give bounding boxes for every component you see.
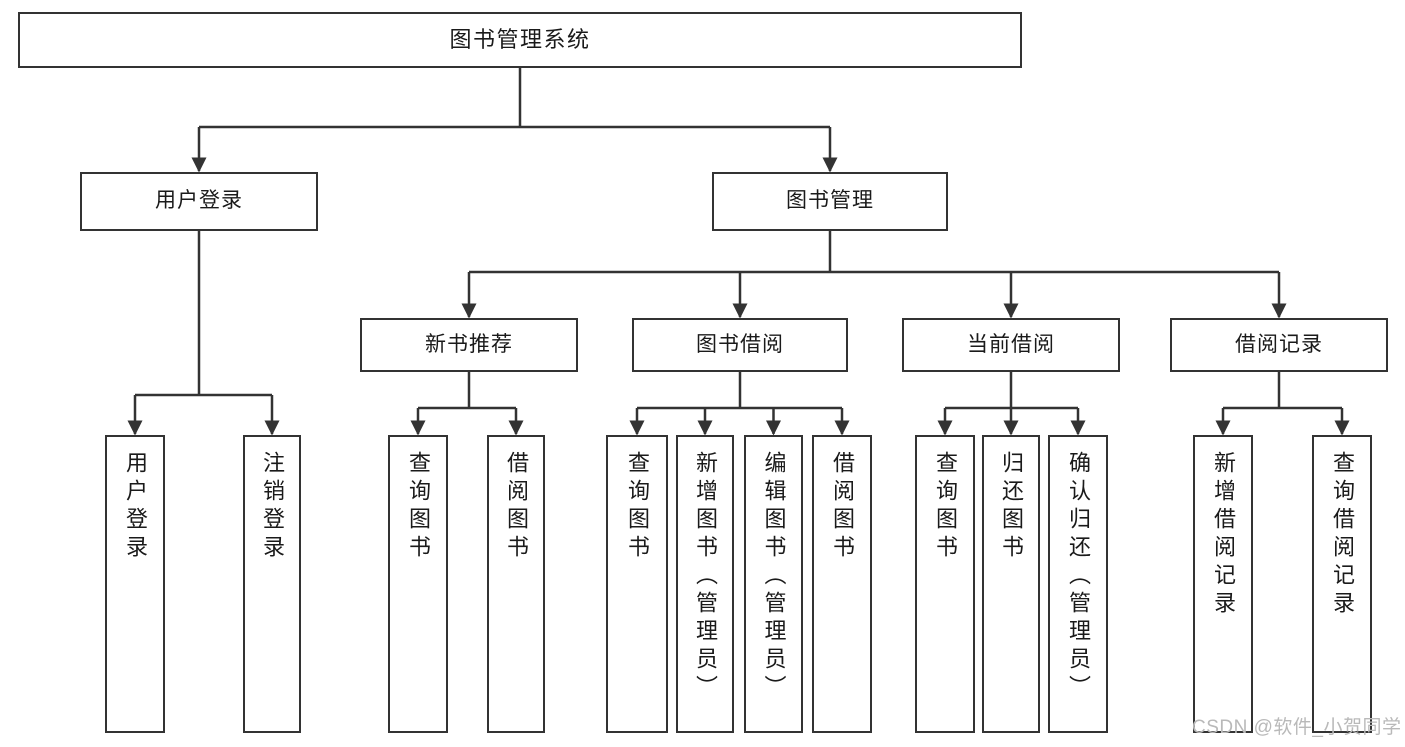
node-leaf-edit-book[interactable]: 编辑图书（管理员） [744,435,803,733]
node-borrow-record-label: 借阅记录 [1235,332,1323,356]
node-root-label: 图书管理系统 [449,27,591,53]
node-leaf-logout[interactable]: 注销登录 [243,435,301,733]
node-leaf-logout-label: 注销登录 [260,451,285,563]
node-leaf-add-book[interactable]: 新增图书（管理员） [676,435,734,733]
node-root[interactable]: 图书管理系统 [18,12,1022,68]
node-leaf-user-login[interactable]: 用户登录 [105,435,165,733]
node-user-login-label: 用户登录 [155,189,243,213]
node-leaf-query-book-2[interactable]: 查询图书 [606,435,668,733]
node-leaf-confirm-return[interactable]: 确认归还（管理员） [1048,435,1108,733]
node-user-login[interactable]: 用户登录 [80,172,318,231]
node-leaf-add-record-label: 新增借阅记录 [1211,451,1236,619]
node-leaf-query-record-label: 查询借阅记录 [1330,451,1355,619]
node-leaf-confirm-return-label: 确认归还（管理员） [1066,451,1091,703]
node-current-borrow-label: 当前借阅 [967,332,1055,356]
node-leaf-user-login-label: 用户登录 [123,451,148,563]
node-leaf-borrow-book-1[interactable]: 借阅图书 [487,435,545,733]
node-leaf-borrow-book-2[interactable]: 借阅图书 [812,435,872,733]
node-book-manage[interactable]: 图书管理 [712,172,948,231]
node-leaf-edit-book-label: 编辑图书（管理员） [761,451,787,703]
node-current-borrow[interactable]: 当前借阅 [902,318,1120,372]
watermark-credit: CSDN @软件_小贺同学 [1192,717,1402,738]
node-new-book-recommend-label: 新书推荐 [425,332,513,356]
node-leaf-borrow-book-1-label: 借阅图书 [504,451,529,563]
node-leaf-query-book-3[interactable]: 查询图书 [915,435,975,733]
node-leaf-query-book-3-label: 查询图书 [933,451,958,563]
node-leaf-add-book-label: 新增图书（管理员） [693,451,718,703]
node-leaf-query-book-1[interactable]: 查询图书 [388,435,448,733]
node-book-borrow-label: 图书借阅 [696,332,784,356]
node-new-book-recommend[interactable]: 新书推荐 [360,318,578,372]
node-leaf-return-book-label: 归还图书 [999,451,1024,563]
node-leaf-return-book[interactable]: 归还图书 [982,435,1040,733]
node-book-borrow[interactable]: 图书借阅 [632,318,848,372]
node-leaf-query-book-1-label: 查询图书 [406,451,431,563]
node-leaf-borrow-book-2-label: 借阅图书 [830,451,855,563]
node-borrow-record[interactable]: 借阅记录 [1170,318,1388,372]
node-leaf-query-record[interactable]: 查询借阅记录 [1312,435,1372,733]
node-book-manage-label: 图书管理 [786,189,874,213]
node-leaf-query-book-2-label: 查询图书 [625,451,650,563]
node-leaf-add-record[interactable]: 新增借阅记录 [1193,435,1253,733]
